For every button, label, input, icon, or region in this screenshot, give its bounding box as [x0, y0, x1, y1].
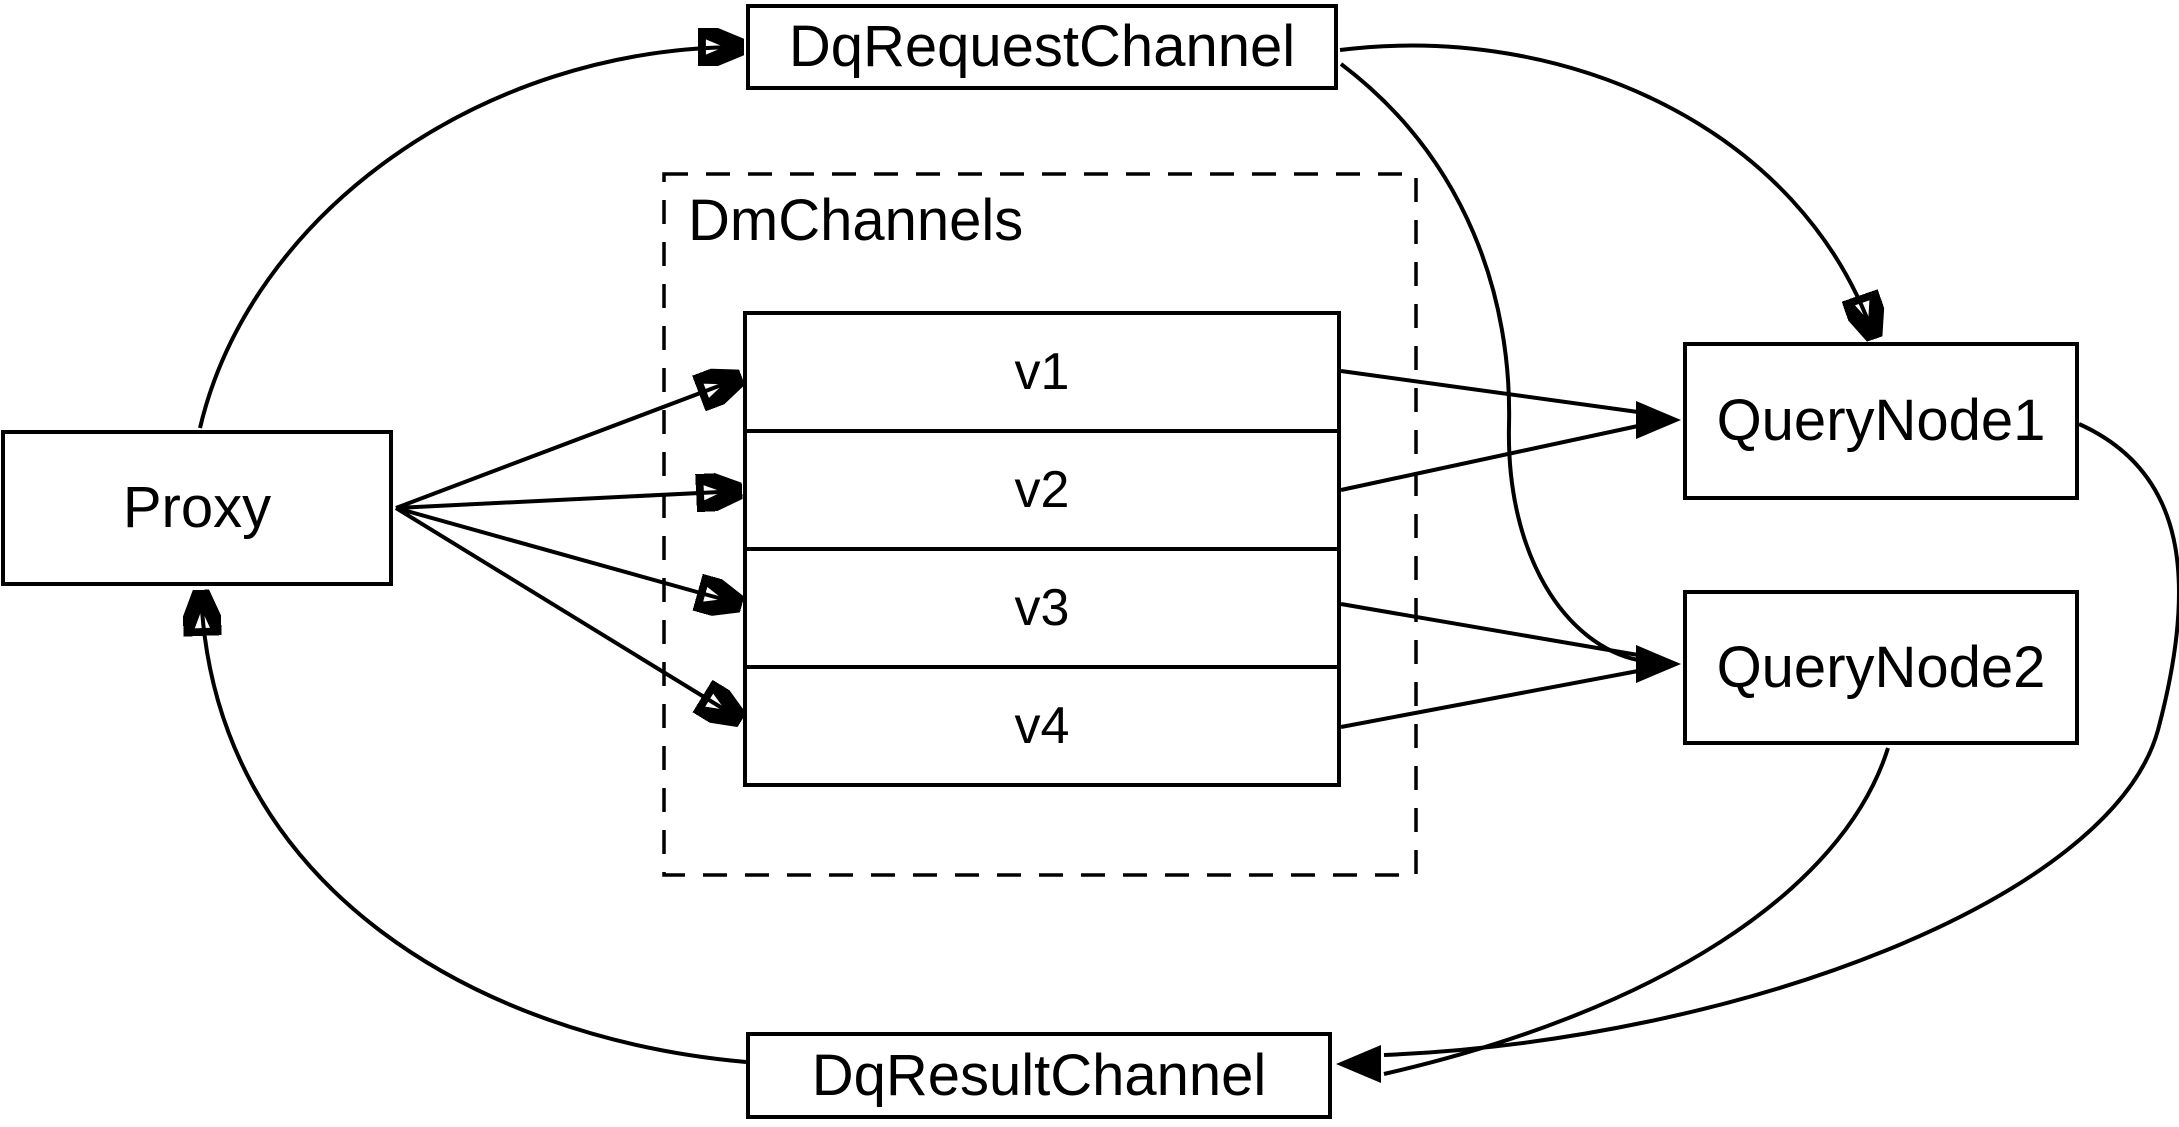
edge-proxy-to-v2 [395, 491, 740, 508]
group-dmchannels-label: DmChannels [688, 188, 1024, 253]
node-dmchannels-stack: v1 v2 v3 v4 [743, 311, 1341, 787]
node-querynode2: QueryNode2 [1683, 590, 2079, 745]
node-dqresultchannel: DqResultChannel [746, 1032, 1332, 1119]
edge-proxy-to-v1 [395, 378, 740, 510]
node-v4: v4 [747, 665, 1337, 783]
edge-v4-to-querynode2 [1340, 669, 1639, 729]
node-v4-label: v4 [1014, 697, 1070, 755]
node-proxy-label: Proxy [122, 475, 272, 540]
node-querynode1: QueryNode1 [1683, 342, 2079, 500]
edge-dqrequestchannel-to-querynode1 [1339, 43, 1874, 337]
node-dqresultchannel-label: DqResultChannel [811, 1042, 1267, 1108]
edge-proxy-to-dqrequestchannel [198, 47, 742, 429]
arrowhead-querynode1-left [1636, 401, 1681, 439]
edge-proxy-to-v4 [394, 506, 740, 719]
edge-v3-to-querynode2 [1340, 602, 1639, 657]
edge-proxy-to-v3 [395, 506, 740, 604]
node-proxy: Proxy [1, 430, 393, 586]
edge-v2-to-querynode1 [1340, 424, 1639, 492]
node-v1: v1 [747, 315, 1337, 429]
node-v3: v3 [747, 547, 1337, 665]
node-querynode1-label: QueryNode1 [1716, 388, 2046, 453]
edge-dqrequestchannel-to-querynode2 [1339, 62, 1639, 662]
edge-v1-to-querynode1 [1340, 369, 1639, 414]
arrowhead-querynode2-left [1636, 645, 1681, 683]
edge-querynode2-to-dqresultchannel [1383, 747, 1890, 1076]
node-querynode2-label: QueryNode2 [1716, 634, 2046, 700]
node-v3-label: v3 [1014, 579, 1070, 637]
arrowhead-dqresultchannel-right [1336, 1045, 1381, 1083]
node-v1-label: v1 [1014, 343, 1070, 401]
node-v2: v2 [747, 429, 1337, 547]
node-dqrequestchannel-label: DqRequestChannel [788, 14, 1296, 79]
node-v2-label: v2 [1014, 461, 1070, 519]
node-dqrequestchannel: DqRequestChannel [746, 4, 1338, 90]
edge-dqresultchannel-to-proxy [201, 592, 747, 1064]
